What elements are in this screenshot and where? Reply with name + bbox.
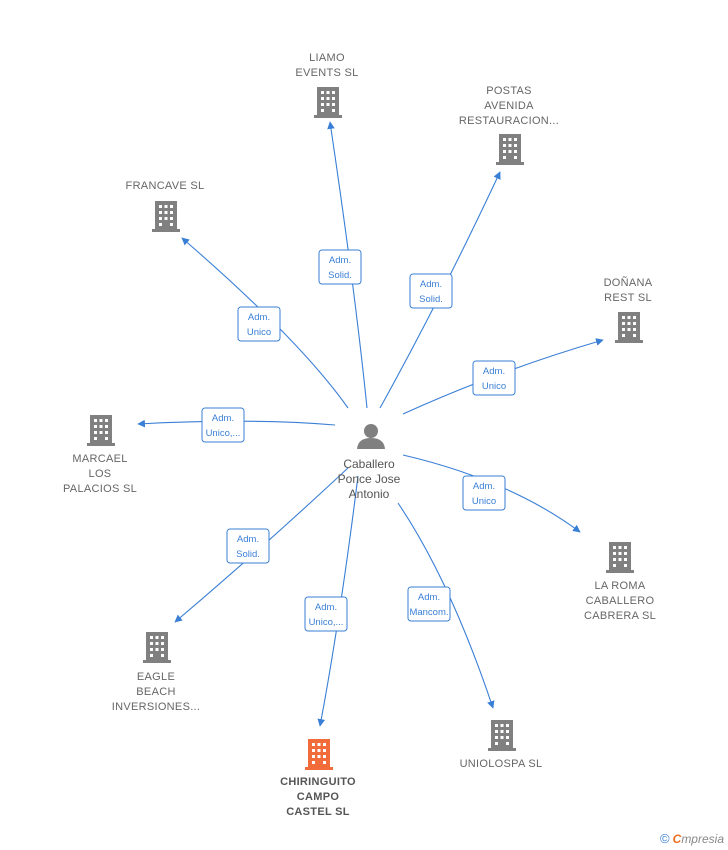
role-badge-box: [237, 306, 281, 342]
building-icon: [152, 201, 180, 232]
role-badge[interactable]: Adm. Mancom.: [407, 586, 451, 622]
person-name-line: Ponce Jose: [338, 472, 401, 486]
building-icon: [87, 415, 115, 446]
edge-laroma: Adm. Unico: [402, 454, 581, 533]
role-badge-line: Solid.: [236, 549, 260, 560]
company-name-line: CASTEL SL: [286, 806, 350, 818]
company-name-line: CABRERA SL: [584, 610, 656, 622]
person-name-line: Antonio: [349, 487, 390, 501]
company-name-line: CHIRINGUITO: [280, 776, 356, 788]
building-icon: [496, 134, 524, 165]
company-node-postas[interactable]: POSTAS AVENIDA RESTAURACION...: [459, 85, 559, 165]
company-name-line: AVENIDA: [484, 100, 534, 112]
building-icon: [606, 542, 634, 573]
edge-chiringuito: Adm. Unico,...: [304, 475, 359, 727]
role-badge-line: Adm.: [483, 366, 505, 377]
building-icon: [314, 87, 342, 118]
building-icon: [305, 739, 333, 770]
role-badge-line: Solid.: [419, 294, 443, 305]
building-icon: [488, 720, 516, 751]
company-node-liamo[interactable]: LIAMO EVENTS SL: [295, 52, 358, 118]
role-badge-box: [201, 407, 245, 443]
company-name-line: CABALLERO: [586, 595, 655, 607]
brand-initial: C: [672, 832, 682, 846]
role-badge-line: Adm.: [420, 279, 442, 290]
role-badge-box: [462, 475, 506, 511]
role-badge[interactable]: Adm. Unico: [237, 306, 281, 342]
role-badge-line: Solid.: [328, 270, 352, 281]
company-name-line: BEACH: [136, 686, 175, 698]
company-name-line: REST SL: [604, 292, 652, 304]
company-name-line: UNIOLOSPA SL: [460, 758, 543, 770]
edge-eagle: Adm. Solid.: [174, 467, 349, 623]
company-node-eagle[interactable]: EAGLE BEACH INVERSIONES...: [112, 632, 201, 713]
role-badge-line: Adm.: [329, 255, 351, 266]
brand-name: mpresia: [681, 832, 724, 846]
company-node-laroma[interactable]: LA ROMA CABALLERO CABRERA SL: [584, 542, 656, 622]
edge-uniolospa: Adm. Mancom.: [397, 502, 495, 709]
edge-marcael: Adm. Unico,...: [137, 407, 336, 443]
role-badge[interactable]: Adm. Unico: [462, 475, 506, 511]
role-badge[interactable]: Adm. Unico,...: [201, 407, 245, 443]
company-name-line: EVENTS SL: [295, 67, 358, 79]
edge-line: [181, 237, 349, 409]
company-name-line: LIAMO: [309, 52, 345, 64]
role-badge-line: Adm.: [237, 534, 259, 545]
company-name-line: INVERSIONES...: [112, 701, 201, 713]
role-badge-line: Adm.: [473, 481, 495, 492]
footer-brand: ©Cmpresia: [660, 831, 724, 846]
company-name-line: RESTAURACION...: [459, 115, 559, 127]
role-badge-line: Unico: [247, 327, 271, 338]
edge-liamo: Adm. Solid.: [318, 121, 368, 409]
company-node-uniolospa[interactable]: UNIOLOSPA SL: [460, 720, 543, 770]
role-badge-box: [304, 596, 348, 632]
person-icon: [357, 424, 385, 449]
edge-donana: Adm. Unico: [402, 338, 604, 415]
role-badge-line: Adm.: [418, 592, 440, 603]
company-node-chiringuito[interactable]: CHIRINGUITO CAMPO CASTEL SL: [280, 739, 356, 818]
company-name-line: FRANCAVE SL: [126, 180, 205, 192]
company-name-line: DOÑANA: [604, 276, 653, 289]
company-name-line: MARCAEL: [72, 453, 127, 465]
role-badge[interactable]: Adm. Solid.: [409, 273, 453, 309]
role-badge-line: Unico,...: [206, 428, 241, 439]
company-node-francave[interactable]: FRANCAVE SL: [126, 180, 205, 232]
building-icon: [143, 632, 171, 663]
person-node[interactable]: Caballero Ponce Jose Antonio: [338, 424, 401, 501]
company-name-line: CAMPO: [297, 791, 340, 803]
role-badge-line: Adm.: [212, 413, 234, 424]
role-badge[interactable]: Adm. Solid.: [318, 249, 362, 285]
role-badge[interactable]: Adm. Solid.: [226, 528, 270, 564]
role-badge-box: [226, 528, 270, 564]
copyright-icon: ©: [660, 831, 670, 846]
role-badge-line: Unico,...: [309, 617, 344, 628]
company-name-line: LA ROMA: [594, 580, 645, 592]
role-badge-line: Mancom.: [409, 607, 448, 618]
edge-francave: Adm. Unico: [181, 237, 349, 409]
role-badge-line: Unico: [472, 496, 496, 507]
company-name-line: POSTAS: [486, 85, 532, 97]
edge-postas: Adm. Solid.: [379, 171, 501, 409]
role-badge-box: [407, 586, 451, 622]
role-badge[interactable]: Adm. Unico,...: [304, 596, 348, 632]
company-name-line: EAGLE: [137, 671, 175, 683]
role-badge-box: [409, 273, 453, 309]
role-badge-line: Adm.: [248, 312, 270, 323]
company-node-marcael[interactable]: MARCAEL LOS PALACIOS SL: [63, 415, 137, 495]
company-name-line: LOS: [89, 468, 112, 480]
role-badge-line: Unico: [482, 381, 506, 392]
company-name-line: PALACIOS SL: [63, 483, 137, 495]
person-name-line: Caballero: [343, 457, 395, 471]
role-badge-line: Adm.: [315, 602, 337, 613]
role-badge-box: [318, 249, 362, 285]
building-icon: [615, 312, 643, 343]
company-node-donana[interactable]: DOÑANA REST SL: [604, 276, 653, 343]
role-badge[interactable]: Adm. Unico: [472, 360, 516, 396]
role-badge-box: [472, 360, 516, 396]
